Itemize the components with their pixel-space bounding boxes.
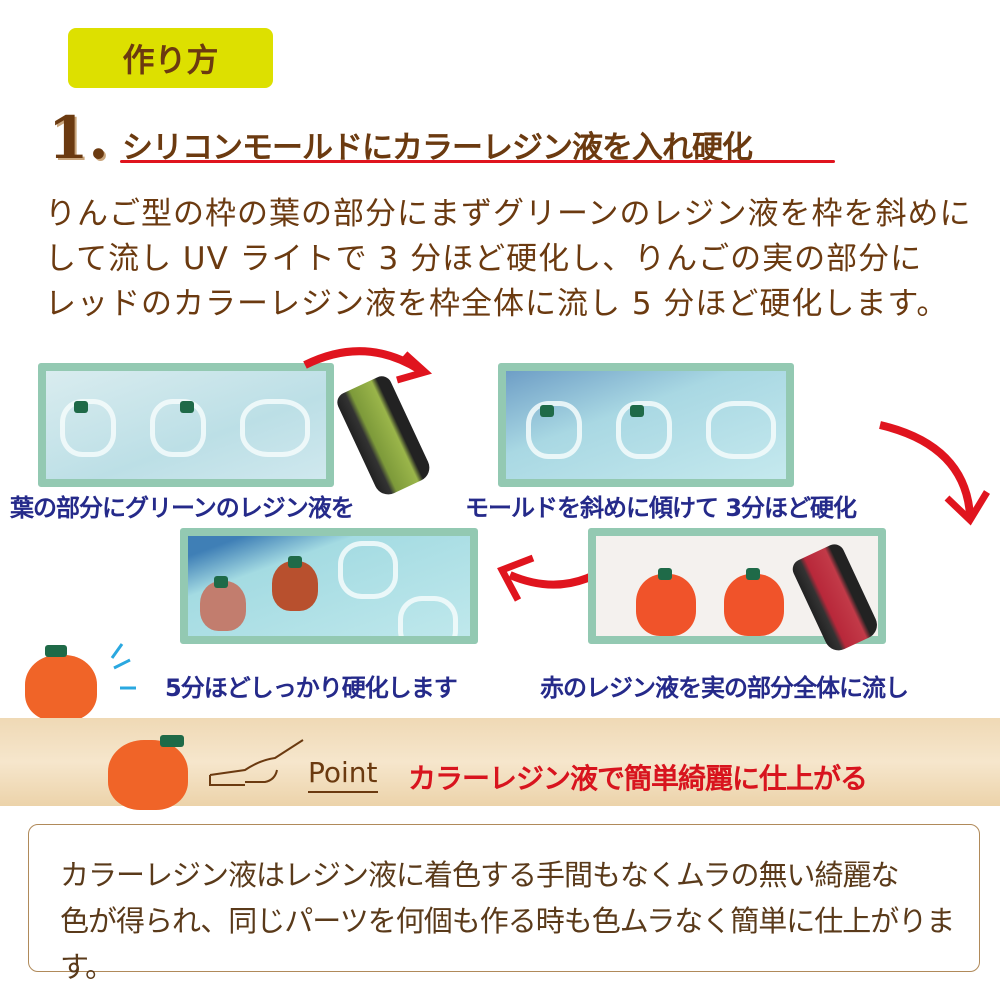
- point-body-line: カラーレジン液はレジン液に着色する手間もなくムラの無い綺麗な: [60, 858, 900, 892]
- sparkle-icon: [110, 643, 136, 690]
- photo-mold-tilted: [498, 363, 794, 487]
- photo-green-leaf-pour: [38, 363, 334, 487]
- description-line: して流し UV ライトで 3 分ほど硬化し、りんごの実の部分に: [45, 241, 923, 277]
- caption-step-3: 赤のレジン液を実の部分全体に流し: [540, 674, 909, 702]
- point-box: [28, 824, 980, 972]
- arrow-right-icon: [303, 347, 433, 384]
- leaf-icon: [45, 645, 67, 657]
- caption-step-4: 5分ほどしっかり硬化します: [165, 674, 458, 702]
- description-line: レッドのカラーレジン液を枠全体に流し 5 分ほど硬化します。: [45, 286, 949, 322]
- point-body: カラーレジン液はレジン液に着色する手間もなくムラの無い綺麗な 色が得られ、同じパ…: [60, 852, 980, 990]
- title-underline: [120, 160, 835, 163]
- caption-step-1: 葉の部分にグリーンのレジン液を: [10, 494, 355, 522]
- arrow-down-icon: [879, 421, 990, 526]
- leaf-icon: [160, 735, 184, 747]
- green-resin-bottle-image: [334, 372, 434, 500]
- step-number: 1.: [48, 104, 109, 172]
- apple-charm-icon: [25, 655, 97, 721]
- point-label: Point: [308, 756, 378, 793]
- caption-step-2: モールドを斜めに傾けて 3分ほど硬化: [465, 494, 857, 522]
- section-badge: 作り方: [68, 28, 273, 88]
- photo-red-pour: [588, 528, 886, 644]
- point-headline: カラーレジン液で簡単綺麗に仕上がる: [408, 762, 868, 795]
- description: りんご型の枠の葉の部分にまずグリーンのレジン液を枠を斜めに して流し UV ライ…: [45, 192, 985, 327]
- photo-cured: [180, 528, 478, 644]
- pointing-hand-icon: [209, 739, 304, 786]
- description-line: りんご型の枠の葉の部分にまずグリーンのレジン液を枠を斜めに: [45, 196, 972, 232]
- point-body-line: 色が得られ、同じパーツを何個も作る時も色ムラなく簡単に仕上がります。: [60, 904, 955, 984]
- apple-charm-icon: [108, 740, 188, 810]
